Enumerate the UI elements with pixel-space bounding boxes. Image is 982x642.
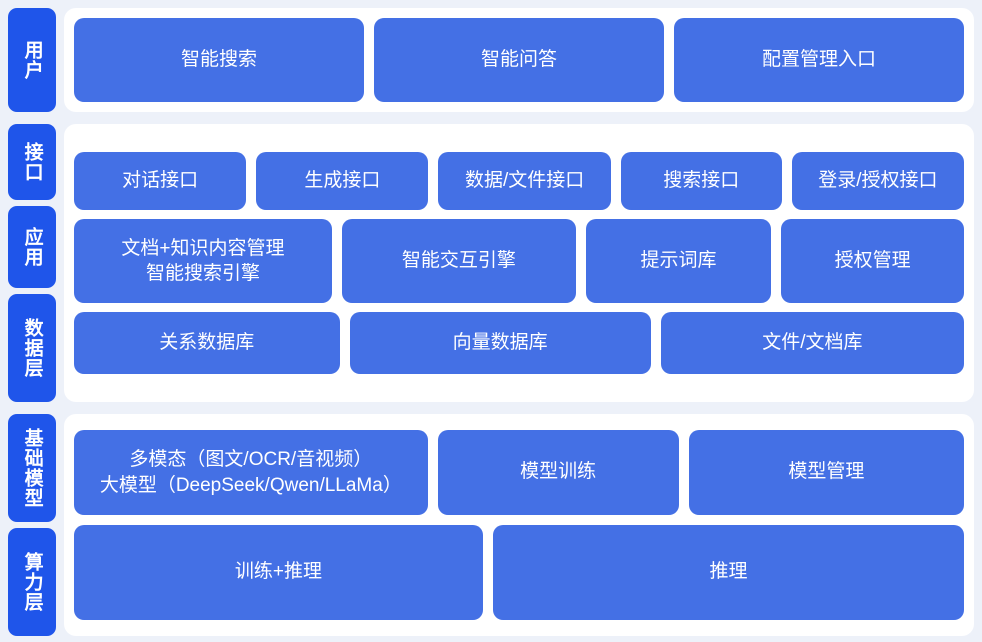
card-data-file-api[interactable]: 数据/文件接口 <box>438 152 611 210</box>
row-interface: 对话接口 生成接口 数据/文件接口 搜索接口 登录/授权接口 <box>74 152 964 210</box>
layer-badge-foundation-model: 基础模型 <box>8 414 56 522</box>
card-vector-database[interactable]: 向量数据库 <box>349 312 651 374</box>
band-user: 用户 智能搜索 智能问答 配置管理入口 <box>8 8 974 112</box>
card-generation-api[interactable]: 生成接口 <box>256 152 429 210</box>
card-smart-search[interactable]: 智能搜索 <box>74 18 364 102</box>
layer-badge-user: 用户 <box>8 8 56 112</box>
panel-bottom: 多模态（图文/OCR/音视频） 大模型（DeepSeek/Qwen/LLaMa）… <box>64 414 974 636</box>
panel-middle: 对话接口 生成接口 数据/文件接口 搜索接口 登录/授权接口 文档+知识内容管理… <box>64 124 974 402</box>
row-compute: 训练+推理 推理 <box>74 525 964 620</box>
row-application: 文档+知识内容管理 智能搜索引擎 智能交互引擎 提示词库 授权管理 <box>74 219 965 303</box>
layer-badge-application: 应用 <box>8 206 56 288</box>
row-user-entries: 智能搜索 智能问答 配置管理入口 <box>74 18 964 102</box>
layer-badge-compute: 算力层 <box>8 528 56 636</box>
card-model-management[interactable]: 模型管理 <box>688 430 964 515</box>
card-inference[interactable]: 推理 <box>492 525 964 620</box>
card-model-training[interactable]: 模型训练 <box>437 430 679 515</box>
card-smart-interaction-engine[interactable]: 智能交互引擎 <box>341 219 576 303</box>
row-data: 关系数据库 向量数据库 文件/文档库 <box>74 312 964 374</box>
card-relational-database[interactable]: 关系数据库 <box>74 312 340 374</box>
band-middle: 接口 应用 数据层 对话接口 生成接口 数据/文件接口 搜索接口 登录/授权接口… <box>8 124 974 402</box>
card-smart-qa[interactable]: 智能问答 <box>374 18 664 102</box>
card-config-management-entry[interactable]: 配置管理入口 <box>674 18 964 102</box>
card-training-inference[interactable]: 训练+推理 <box>74 525 483 620</box>
layer-badge-data: 数据层 <box>8 294 56 402</box>
card-file-document-store[interactable]: 文件/文档库 <box>660 312 964 374</box>
card-prompt-library[interactable]: 提示词库 <box>585 219 772 303</box>
row-model: 多模态（图文/OCR/音视频） 大模型（DeepSeek/Qwen/LLaMa）… <box>74 430 964 515</box>
card-doc-knowledge-management[interactable]: 文档+知识内容管理 智能搜索引擎 <box>74 219 332 303</box>
badge-column-user: 用户 <box>8 8 56 112</box>
band-bottom: 基础模型 算力层 多模态（图文/OCR/音视频） 大模型（DeepSeek/Qw… <box>8 414 974 636</box>
card-login-auth-api[interactable]: 登录/授权接口 <box>791 152 964 210</box>
card-authorization-management[interactable]: 授权管理 <box>781 219 965 303</box>
layer-badge-interface: 接口 <box>8 124 56 200</box>
card-dialog-api[interactable]: 对话接口 <box>74 152 247 210</box>
badge-column-bottom: 基础模型 算力层 <box>8 414 56 636</box>
badge-column-middle: 接口 应用 数据层 <box>8 124 56 402</box>
panel-user: 智能搜索 智能问答 配置管理入口 <box>64 8 974 112</box>
card-search-api[interactable]: 搜索接口 <box>620 152 782 210</box>
card-multimodal-large-model[interactable]: 多模态（图文/OCR/音视频） 大模型（DeepSeek/Qwen/LLaMa） <box>74 430 428 515</box>
